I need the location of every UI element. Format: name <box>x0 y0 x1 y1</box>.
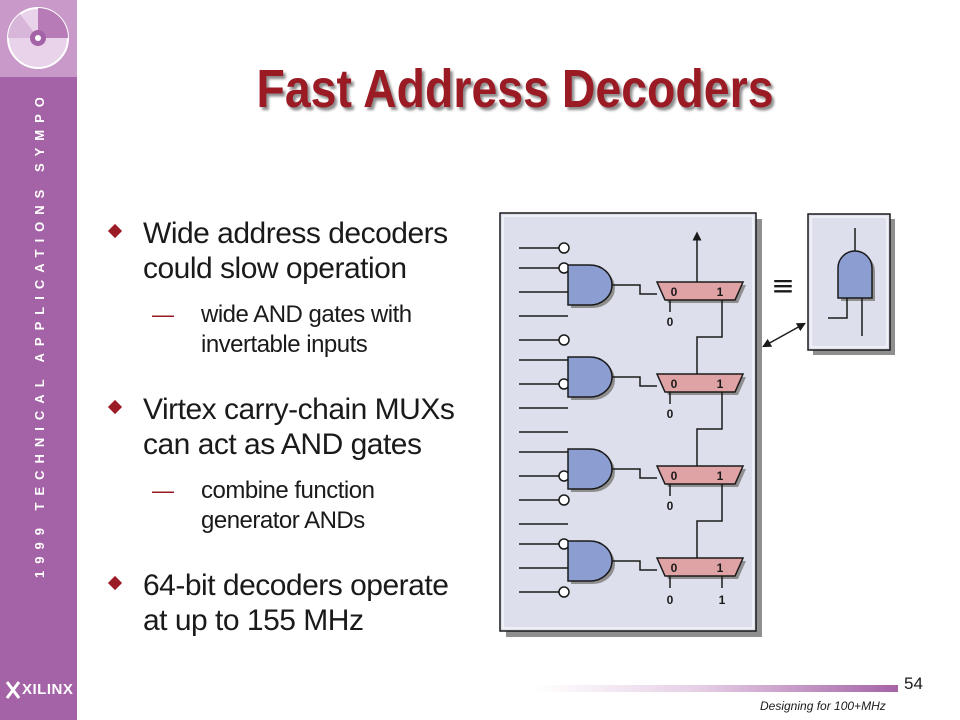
and-gate-icon <box>567 540 613 582</box>
mux-carry-label: 0 <box>667 499 674 513</box>
inverter-bubble-icon <box>558 334 570 346</box>
bullet-text-line: 64-bit decoders operate <box>143 569 449 602</box>
mux-input-label: 0 <box>671 469 678 483</box>
mux-input-label: 1 <box>717 561 724 575</box>
page-number: 54 <box>904 674 923 693</box>
mux-input-label: 0 <box>671 561 678 575</box>
mux-icon <box>655 465 745 485</box>
footer-text: Designing for 100+MHz <box>760 699 886 713</box>
gate-output-wire <box>612 560 657 571</box>
bullet-text-line: Virtex carry-chain MUXs <box>143 393 455 426</box>
carry-chain-wire <box>696 484 723 558</box>
bottom-label-1: 1 <box>719 593 726 607</box>
mux-input-label: 0 <box>671 285 678 299</box>
mux-input-label: 1 <box>717 285 724 299</box>
mux-icon <box>655 373 745 393</box>
sub-bullet-dash-icon: — <box>152 302 174 327</box>
cd-icon <box>7 7 69 69</box>
mux-input-label: 0 <box>671 377 678 391</box>
page-title: Fast Address Decoders <box>256 59 774 119</box>
decoder-stages: 0 1 0 0 1 0 0 1 0 0 1 <box>519 242 746 598</box>
mux-carry-label: 0 <box>667 315 674 329</box>
xilinx-logo <box>4 678 74 702</box>
and-gate-icon <box>567 264 613 306</box>
sub-bullet-text-line: generator ANDs <box>201 507 365 534</box>
mux-icon <box>655 557 745 577</box>
bullet-text-line: can act as AND gates <box>143 428 422 461</box>
xilinx-mark-icon <box>5 681 21 699</box>
bullet-text-line: could slow operation <box>143 252 407 285</box>
sidebar: 1999 TECHNICAL APPLICATIONS SYMPOSIUM XI… <box>0 0 77 720</box>
bullet-text-line: at up to 155 MHz <box>143 604 364 637</box>
bullet-text-line: Wide address decoders <box>143 217 448 250</box>
and-gate-icon <box>567 356 613 398</box>
sub-bullet-dash-icon: — <box>152 478 174 503</box>
sub-bullet-text-line: combine function <box>201 477 375 504</box>
bottom-label-0: 0 <box>667 593 674 607</box>
symposium-vertical-text: 1999 TECHNICAL APPLICATIONS SYMPOSIUM <box>32 98 47 578</box>
carry-chain-wire <box>696 392 723 466</box>
sub-bullet-text-line: wide AND gates with <box>201 301 412 328</box>
double-arrow-icon <box>762 322 806 348</box>
inverter-bubble-icon <box>558 494 570 506</box>
equivalent-panel <box>807 213 891 351</box>
inverter-bubble-icon <box>558 586 570 598</box>
mux-input-label: 1 <box>717 469 724 483</box>
carry-chain-wire <box>696 300 723 374</box>
mux-input-label: 1 <box>717 377 724 391</box>
mux-carry-label: 0 <box>667 407 674 421</box>
svg-text:1999 TECHNICAL APPLICATIONS SY: 1999 TECHNICAL APPLICATIONS SYMPOSIUM <box>32 98 47 578</box>
inverter-bubble-icon <box>558 242 570 254</box>
mux-icon <box>655 281 745 301</box>
gate-output-wire <box>612 376 657 387</box>
gate-output-wire <box>612 468 657 479</box>
gate-output-wire <box>612 284 657 295</box>
and-gate-icon <box>567 448 613 490</box>
xilinx-logo-text: XILINX <box>22 681 74 698</box>
cd-logo <box>0 0 77 77</box>
sub-bullet-text-line: invertable inputs <box>201 331 368 358</box>
equivalence-symbol: ≡ <box>771 269 794 302</box>
footer-line <box>536 685 898 692</box>
and-gate-icon <box>837 250 873 299</box>
